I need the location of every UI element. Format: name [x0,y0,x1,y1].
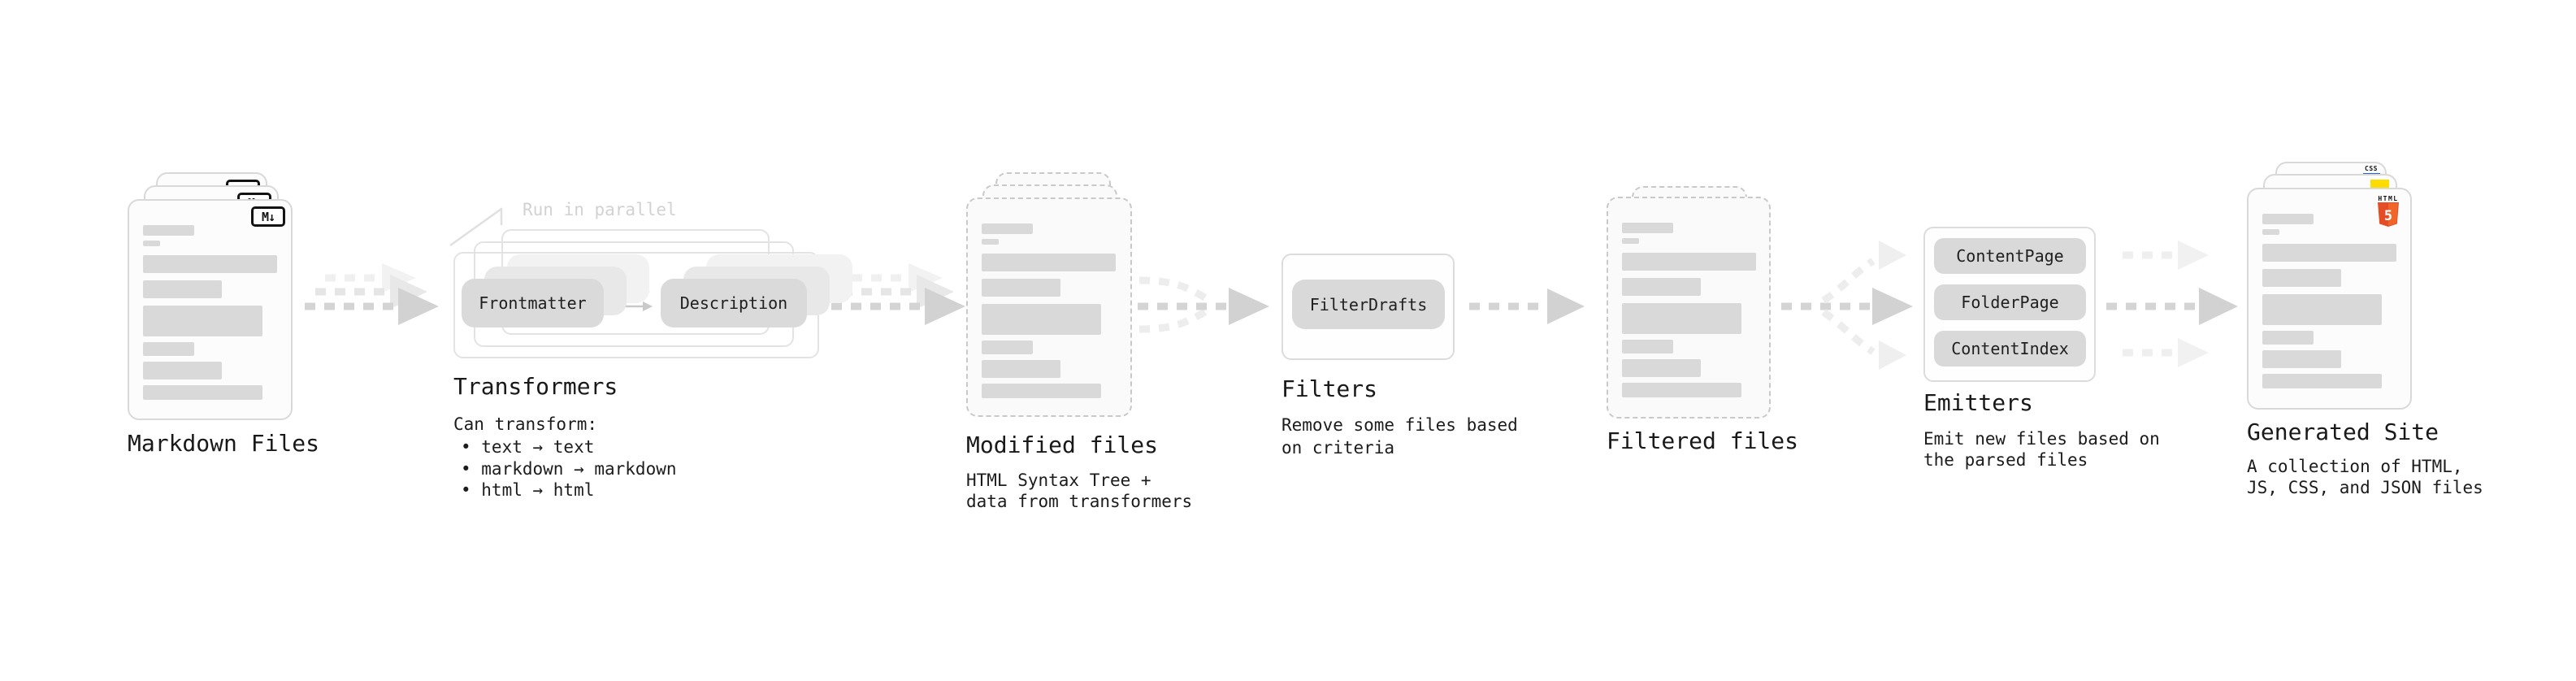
text-line-bar [2262,269,2341,287]
stage-modified-files: Modified files HTML Syntax Tree + data f… [966,172,1226,514]
modified-files-subtitle: HTML Syntax Tree + data from transformer… [966,471,1193,511]
text-line-bar [982,304,1101,335]
text-line-bar [982,254,1116,271]
arrow-filters-to-filtered [1469,288,1585,324]
stage-transformers: Run in parallel Frontmatter Description … [453,195,852,504]
text-line-bar [2262,244,2396,262]
run-in-parallel-note: Run in parallel [523,200,677,219]
transformers-bullet: • markdown → markdown [461,459,677,479]
folderpage-pill: FolderPage [1934,284,2086,320]
text-line-bar [2262,374,2382,388]
text-line-bar [1622,359,1701,377]
text-line-bar [2262,331,2314,345]
text-line-bar [143,255,277,273]
text-line-bar [143,342,194,356]
stage-title-modified-files: Modified files [966,432,1159,458]
document-text-lines [143,225,277,400]
filters-subtitle: Remove some files based on criteria [1281,415,1518,458]
stage-title-emitters: Emitters [1923,389,2033,416]
arrow-markdown-to-transformers [305,263,439,325]
text-line-bar [1622,383,1741,397]
text-line-bar [982,239,999,245]
text-line-bar [2262,229,2279,235]
filtered-file-card-front [1607,197,1771,419]
text-line-bar [982,223,1033,234]
text-line-bar [143,362,222,380]
transformers-bullet: • text → text [461,437,595,457]
text-line-bar [1622,278,1701,296]
text-line-bar [143,280,222,298]
js-icon [2370,180,2389,189]
markdown-file-card-front: M↓ [128,199,293,420]
arrow-modified-to-filters-merge [1138,276,1269,333]
text-line-bar [143,306,262,336]
generated-file-card-html: HTML 5 [2247,188,2412,410]
contentpage-pill: ContentPage [1934,238,2086,274]
text-line-bar [2262,214,2314,224]
html5-icon: HTML 5 [2376,195,2400,230]
document-text-lines [1622,223,1756,397]
arrow-emitters-to-generated [2106,241,2238,367]
text-line-bar [1622,238,1639,244]
text-line-bar [2262,294,2382,325]
stage-title-filters: Filters [1281,375,1378,402]
stage-filters: FilterDrafts Filters Remove some files b… [1281,254,1542,497]
stage-markdown-files: M↓ M↓ M↓ Markdown Files [128,172,331,481]
emitters-subtitle: Emit new files based on the parsed files [1923,429,2160,470]
svg-text:5: 5 [2384,208,2392,224]
modified-file-card-front [966,197,1132,417]
transformers-intro: Can transform: [453,414,598,434]
annotation-leader-line [449,207,503,247]
filterdrafts-pill: FilterDrafts [1292,280,1445,329]
text-line-bar [982,340,1033,354]
arrow-transformers-to-modified [831,263,965,325]
text-line-bar [1622,253,1756,271]
text-line-bar [1622,223,1673,233]
contentindex-pill: ContentIndex [1934,331,2086,367]
text-line-bar [143,225,194,236]
stage-filtered-files: Filtered files [1607,186,1850,495]
markdown-icon: M↓ [251,206,285,227]
text-line-bar [982,279,1060,297]
document-text-lines [2262,214,2396,388]
text-line-bar [982,384,1101,398]
stage-title-filtered-files: Filtered files [1607,427,1799,454]
text-line-bar [2262,350,2341,368]
arrow-filtered-to-emitters-split [1781,241,1913,370]
document-text-lines [982,223,1117,398]
text-line-bar [143,241,160,246]
frontmatter-pill: Frontmatter [462,279,604,327]
stage-title-markdown-files: Markdown Files [128,430,320,457]
stage-title-transformers: Transformers [453,373,618,400]
description-pill: Description [661,279,807,327]
stage-emitters: ContentPage FolderPage ContentIndex Emit… [1923,227,2184,503]
transformers-bullet: • html → html [461,480,595,500]
text-line-bar [982,360,1060,378]
generated-site-subtitle: A collection of HTML, JS, CSS, and JSON … [2247,457,2483,497]
text-line-bar [1622,303,1741,334]
text-line-bar [1622,340,1673,354]
stage-title-generated-site: Generated Site [2247,419,2439,445]
stage-generated-site: CSS HTML 5 Generated Site A collection o… [2247,162,2515,503]
text-line-bar [143,385,262,400]
